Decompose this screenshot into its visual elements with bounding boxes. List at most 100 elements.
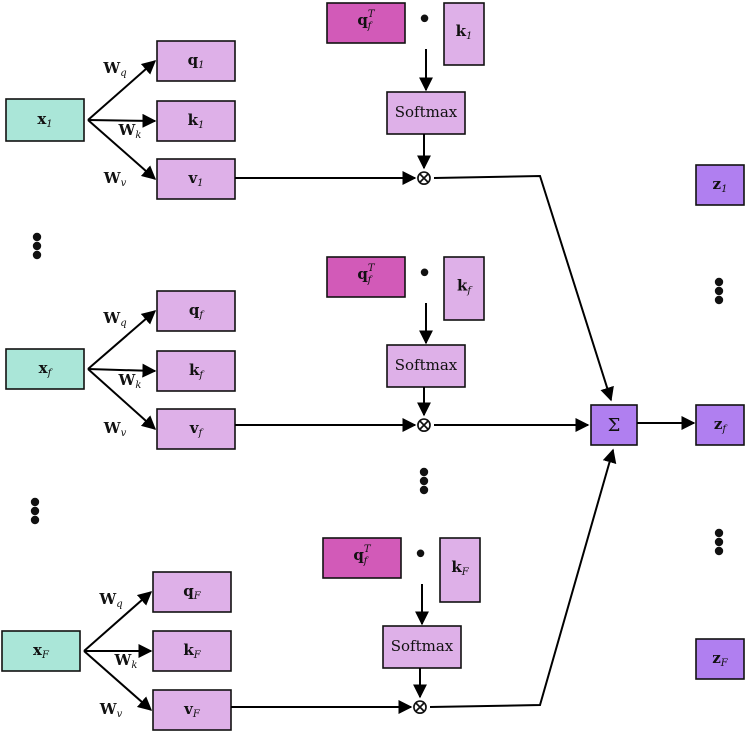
query-transpose-label-sub: f <box>367 21 374 32</box>
input-label-sub: f <box>47 368 54 379</box>
k-label-sub: F <box>193 650 202 661</box>
wq-label-base: W <box>102 59 121 77</box>
input-label: xf <box>39 359 54 379</box>
output-label-2-base: z <box>714 415 723 433</box>
output-label-2-sub: f <box>721 424 728 435</box>
input-box <box>1 630 81 672</box>
k-label-sub: 1 <box>198 120 204 131</box>
ellipsis-dot <box>714 546 724 556</box>
softmax-box <box>386 344 466 388</box>
output-label-1-base: z <box>713 175 722 193</box>
output-box-3 <box>695 638 745 680</box>
query-transpose-box <box>322 537 402 579</box>
output-label-3: zF <box>712 649 729 669</box>
wv-label-base: W <box>99 700 118 718</box>
multiply-symbol: ⊗ <box>415 413 433 438</box>
wk-label: Wk <box>114 651 138 671</box>
q-label-base: q <box>188 51 199 69</box>
wq-label-base: W <box>102 309 121 327</box>
wv-label-sub: v <box>117 709 123 720</box>
wk-label: Wk <box>118 371 142 391</box>
input-box <box>5 98 85 142</box>
wv-label: Wv <box>99 700 123 720</box>
k-box <box>156 100 236 142</box>
key-box <box>443 2 485 66</box>
wk-arrow <box>87 113 157 128</box>
k-label-base: k <box>183 641 194 659</box>
ellipsis-dot <box>419 485 429 495</box>
v-label-base: v <box>189 419 200 437</box>
query-transpose-label-base: q <box>357 11 368 29</box>
q-label-sub: F <box>193 591 202 602</box>
input-label-sub: F <box>41 650 50 661</box>
output-box-1 <box>695 164 745 206</box>
wv-label: Wv <box>103 419 127 439</box>
wk-arrow <box>87 363 157 378</box>
ellipsis-dot <box>419 467 429 477</box>
q-label-base: q <box>183 582 194 600</box>
ellipsis-left-1 <box>32 232 42 260</box>
multiply-symbol: ⊗ <box>415 166 433 191</box>
key-label-base: k <box>457 277 468 295</box>
q-label: qF <box>183 582 202 602</box>
rowF-to-sum-arrow <box>429 448 617 708</box>
k-box <box>156 350 236 392</box>
q-label-sub: 1 <box>198 60 204 71</box>
output-label-1-sub: 1 <box>721 184 727 195</box>
wq-label: Wq <box>98 590 122 610</box>
wk-label-sub: k <box>135 380 141 391</box>
q-box <box>152 571 232 613</box>
key-label-base: k <box>451 558 462 576</box>
output-label-3-sub: F <box>720 658 729 669</box>
wv-arrow <box>87 368 157 430</box>
q-box <box>156 40 236 82</box>
ellipsis-dot <box>714 295 724 305</box>
output-box-2 <box>695 404 745 446</box>
input-label-sub: 1 <box>46 119 52 130</box>
dot-product-symbol: • <box>417 259 432 289</box>
v-label-sub: F <box>192 709 201 720</box>
wk-label-base: W <box>118 121 137 139</box>
query-transpose-label-base: q <box>357 265 368 283</box>
query-transpose-label-sup: T <box>368 263 376 274</box>
wq-label-sub: q <box>120 318 126 329</box>
k-label: k1 <box>188 111 205 131</box>
multiply-symbol: ⊗ <box>411 695 429 720</box>
k-label: kF <box>183 641 201 661</box>
wk-label-sub: k <box>131 660 137 671</box>
ellipsis-dot <box>30 506 40 516</box>
wv-arrow <box>83 650 153 711</box>
wk-label: Wk <box>118 121 142 141</box>
ellipsis-dot <box>32 250 42 260</box>
q-label-sub: f <box>198 310 205 321</box>
input-box <box>5 348 85 390</box>
wq-arrow <box>83 591 153 652</box>
ellipsis-dot <box>32 241 42 251</box>
output-label-3-base: z <box>712 649 721 667</box>
ellipsis-dot <box>30 515 40 525</box>
softmax-box <box>382 625 462 669</box>
output-label-1: z1 <box>713 175 728 195</box>
ellipsis-dot <box>419 476 429 486</box>
wq-label: Wq <box>102 309 126 329</box>
query-transpose-label-sup: T <box>364 544 372 555</box>
wq-label-sub: q <box>120 68 126 79</box>
key-label-sub: 1 <box>466 31 472 42</box>
k-label: kf <box>189 361 205 381</box>
query-transpose-label-sub: f <box>367 275 374 286</box>
v-label-sub: 1 <box>197 178 203 189</box>
dot-product-symbol: • <box>413 540 428 570</box>
key-box <box>443 256 485 321</box>
wq-arrow <box>87 310 157 370</box>
v-label: vf <box>189 419 205 439</box>
wq-label: Wq <box>102 59 126 79</box>
input-label: x1 <box>37 110 52 130</box>
q-box <box>156 290 236 332</box>
ellipsis-right-2 <box>714 528 724 556</box>
